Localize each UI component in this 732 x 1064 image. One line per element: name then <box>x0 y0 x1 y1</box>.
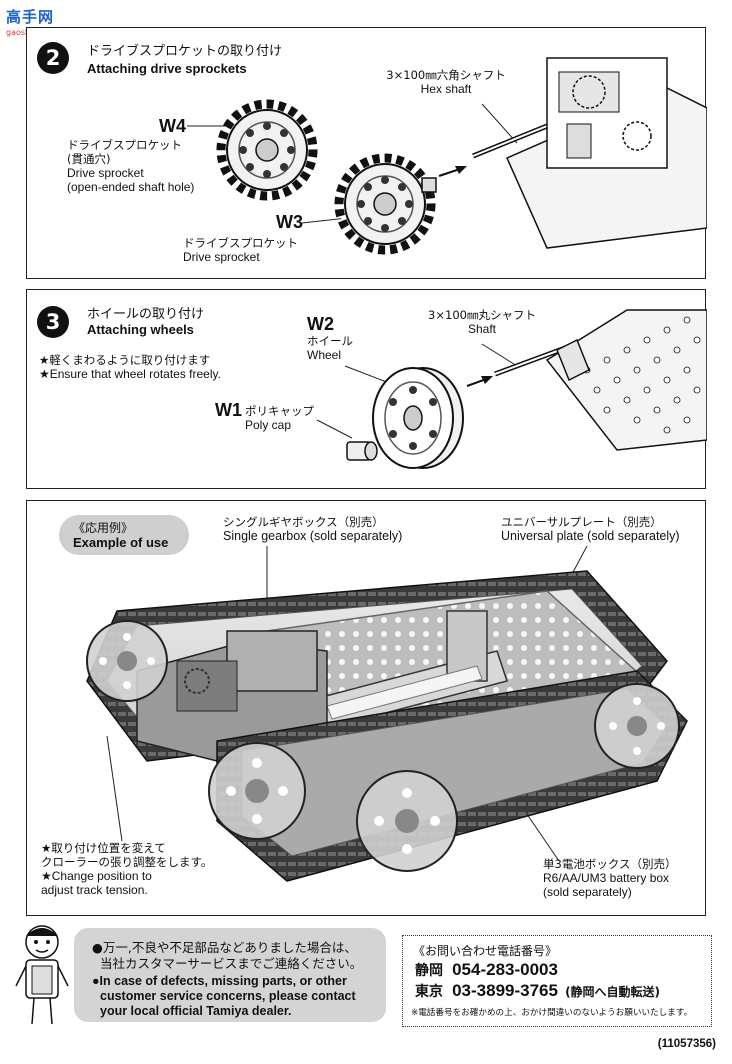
shaft-label: 3×100㎜丸シャフト Shaft <box>428 308 536 336</box>
step-2-title-jp: ドライブスプロケットの取り付け <box>87 44 283 59</box>
gearbox-icon <box>506 57 707 249</box>
hex-shaft-label: 3×100㎜六角シャフト Hex shaft <box>386 68 506 96</box>
part-w1-id: W1 <box>215 400 242 420</box>
step-3-note-en: ★Ensure that wheel rotates freely. <box>39 367 221 381</box>
sprocket-rear-left-icon <box>86 620 168 702</box>
wheel-front-icon <box>356 770 458 872</box>
step-3-illustration <box>316 309 707 469</box>
part-w3-id: W3 <box>276 212 303 232</box>
tokyo-label: 東京 <box>415 984 443 1000</box>
notice-en-line-3: your local official Tamiya dealer. <box>100 1004 292 1018</box>
step-2-title-en: Attaching drive sprockets <box>87 61 247 76</box>
step-2-panel: 2 ドライブスプロケットの取り付け Attaching drive sprock… <box>26 27 707 279</box>
track-tension-note: ★取り付け位置を変えて クローラーの張り調整をします。 ★Change posi… <box>41 841 213 897</box>
contact-phone-box: 《お問い合わせ電話番号》 静岡 054-283-0003 東京 03-3899-… <box>402 935 712 1027</box>
example-of-use-panel: 《応用例》 Example of use シングルギヤボックス（別売） Sing… <box>26 500 706 916</box>
example-label-jp: 《応用例》 <box>73 521 134 535</box>
part-w2-label: ホイール Wheel <box>307 334 353 362</box>
tracked-vehicle-photo <box>86 545 688 882</box>
part-w4-label: ドライブスプロケット (貫通穴) Drive sprocket (open-en… <box>67 138 195 194</box>
tokyo-phone: 03-3899-3765 <box>452 981 558 1000</box>
shizuoka-phone: 054-283-0003 <box>452 960 558 979</box>
step-2-illustration <box>187 57 707 255</box>
step-3-number: 3 <box>37 306 69 338</box>
mascot-illustration <box>15 925 69 1025</box>
part-w3-label: ドライブスプロケット Drive sprocket <box>183 236 298 264</box>
example-label-en: Example of use <box>73 535 169 550</box>
universal-plate-icon <box>545 309 707 451</box>
sprocket-w3-icon <box>334 153 437 255</box>
shizuoka-phone-row: 静岡 054-283-0003 <box>415 960 558 980</box>
step-3-note-jp: ★軽くまわるように取り付けます <box>39 353 211 367</box>
universal-plate-label: ユニバーサルプレート（別売） Universal plate (sold sep… <box>501 515 680 543</box>
wheel-rear-right-icon <box>594 683 680 769</box>
step-3-title-jp: ホイールの取り付け <box>87 307 205 322</box>
notice-jp-line-1: ●万一,不良や不足部品などありました場合は、 <box>92 940 357 955</box>
sprocket-w4-icon <box>216 99 318 201</box>
step-3-title-en: Attaching wheels <box>87 322 194 337</box>
battery-box-icon <box>306 610 508 732</box>
step-2-number: 2 <box>37 42 69 74</box>
notice-jp-line-2: 当社カスタマーサービスまでご連絡ください。 <box>100 956 363 971</box>
notice-en-line-1: ●In case of defects, missing parts, or o… <box>92 974 347 988</box>
step-3-panel: 3 ホイールの取り付け Attaching wheels ★軽くまわるように取り… <box>26 289 707 489</box>
sprocket-front-icon <box>208 742 306 840</box>
example-label-pill: 《応用例》 Example of use <box>59 515 189 555</box>
phone-disclaimer: ※電話番号をお確かめの上、おかけ間違いのないようお願いいたします。 <box>411 1008 693 1018</box>
tokyo-phone-row: 東京 03-3899-3765 (静岡へ自動転送) <box>415 981 660 1001</box>
document-code: (11057356) <box>657 1038 716 1050</box>
customer-service-notice: ●万一,不良や不足部品などありました場合は、 当社カスタマーサービスまでご連絡く… <box>74 928 386 1022</box>
part-w4-id: W4 <box>159 116 186 136</box>
watermark-text: 高手网 <box>6 8 55 26</box>
shizuoka-label: 静岡 <box>415 963 443 979</box>
part-w1-label: ポリキャップ Poly cap <box>245 404 314 432</box>
gearbox-label: シングルギヤボックス（別売） Single gearbox (sold sepa… <box>223 515 403 543</box>
poly-cap-w1-icon <box>346 441 378 461</box>
tokyo-forward-note: (静岡へ自動転送) <box>565 985 661 999</box>
part-w2-id: W2 <box>307 314 334 334</box>
battery-box-label: 単3電池ボックス（別売） R6/AA/UM3 battery box (sold… <box>543 857 677 899</box>
notice-en-line-2: customer service concerns, please contac… <box>100 989 356 1003</box>
contact-title: 《お問い合わせ電話番号》 <box>413 944 558 958</box>
wheel-w2-icon <box>372 367 464 469</box>
